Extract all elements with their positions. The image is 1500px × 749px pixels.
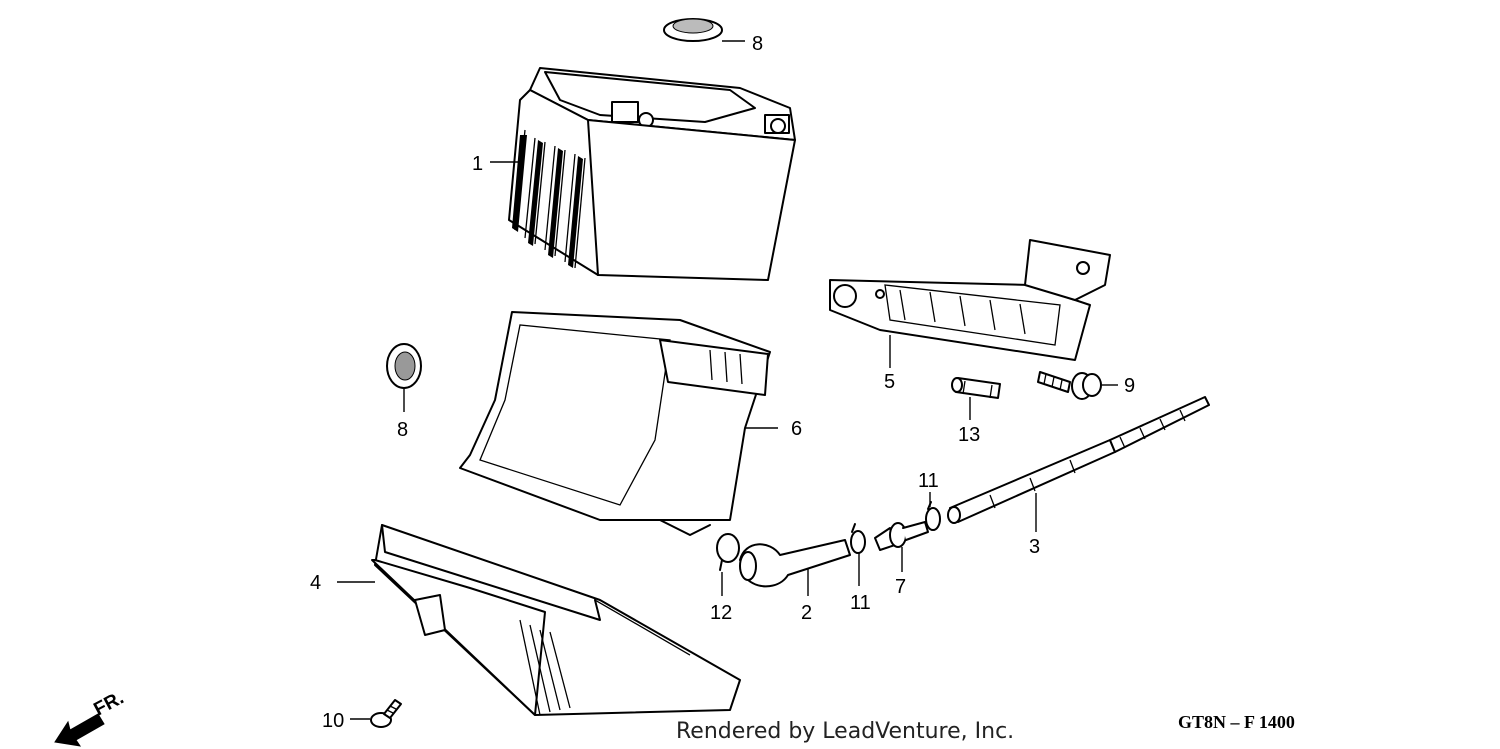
callout-8-top: 8 xyxy=(752,33,763,55)
hose-joint-part[interactable] xyxy=(874,521,929,572)
callout-6: 6 xyxy=(791,418,802,440)
callout-2: 2 xyxy=(801,602,812,624)
grommet-left-part[interactable] xyxy=(386,343,422,412)
flange-bolt-box-part[interactable] xyxy=(350,699,402,728)
callout-10: 10 xyxy=(322,710,344,732)
callout-13: 13 xyxy=(958,424,980,446)
callout-7: 7 xyxy=(895,576,906,598)
diagram-code: GT8N – F 1400 xyxy=(1178,712,1295,732)
breather-hose-part[interactable] xyxy=(947,396,1210,532)
clip-right-part[interactable] xyxy=(925,492,941,531)
flange-bolt-bracket-part[interactable] xyxy=(1037,371,1118,400)
callout-1: 1 xyxy=(472,153,483,175)
grommet-top-part[interactable] xyxy=(663,18,745,42)
battery-case-part[interactable] xyxy=(459,311,778,536)
battery-part[interactable] xyxy=(490,67,796,281)
lower-battery-box-part[interactable] xyxy=(337,524,741,716)
render-credit: Rendered by LeadVenture, Inc. xyxy=(676,719,1014,744)
callout-3: 3 xyxy=(1029,536,1040,558)
callout-11-right: 11 xyxy=(918,470,939,492)
callout-9: 9 xyxy=(1124,375,1135,397)
breather-tube-part[interactable] xyxy=(739,539,851,596)
callout-12: 12 xyxy=(710,602,732,624)
fuse-part[interactable] xyxy=(951,377,1001,420)
battery-rib-shading xyxy=(512,135,583,268)
clip-tube-part[interactable] xyxy=(716,533,740,596)
front-direction-arrow-icon xyxy=(54,713,105,747)
callout-8-left: 8 xyxy=(397,419,408,441)
callout-4: 4 xyxy=(310,572,321,594)
callout-11-left: 11 xyxy=(850,592,871,614)
fuse-holder-bracket-part[interactable] xyxy=(829,239,1111,368)
clip-left-part[interactable] xyxy=(850,523,866,586)
callout-5: 5 xyxy=(884,371,895,393)
